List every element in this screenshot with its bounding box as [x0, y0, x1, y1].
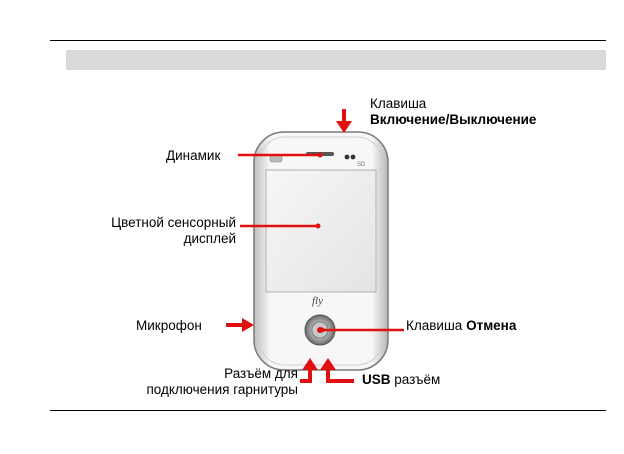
- microphone-arrow: [226, 318, 254, 332]
- microphone-label: Микрофон: [136, 318, 202, 333]
- power-key-arrow: [336, 109, 352, 133]
- bottom-rule: [50, 410, 606, 411]
- cancel-key-label-bold: Отмена: [466, 318, 517, 333]
- display-label-line1: Цветной сенсорный: [111, 215, 236, 230]
- display-pointer: [240, 223, 321, 229]
- cancel-key-pointer: [319, 327, 404, 333]
- speaker-label: Динамик: [166, 148, 221, 163]
- display-label: Цветной сенсорный дисплей: [108, 215, 236, 247]
- power-key-label-line1: Клавиша: [370, 96, 427, 111]
- headset-arrow: [300, 358, 318, 383]
- cancel-key-label: Клавиша Отмена: [406, 318, 516, 334]
- cancel-key-label-prefix: Клавиша: [406, 318, 463, 333]
- usb-label-rest: разъём: [394, 372, 441, 387]
- screen: [265, 169, 377, 293]
- headset-jack-label: Разъём для подключения гарнитуры: [118, 366, 298, 398]
- usb-port-label: USB разъём: [362, 372, 440, 388]
- usb-arrow: [320, 358, 354, 383]
- power-key-label: Клавиша Включение/Выключение: [370, 96, 536, 128]
- usb-label-bold: USB: [362, 372, 391, 387]
- display-label-line2: дисплей: [183, 231, 236, 246]
- headset-label-line2: подключения гарнитуры: [146, 382, 298, 397]
- speaker-pointer: [238, 152, 323, 158]
- section-header-bar: [66, 50, 606, 70]
- power-key-label-line2: Включение/Выключение: [370, 112, 537, 127]
- headset-label-line1: Разъём для: [224, 366, 298, 381]
- sd-icon: SD: [357, 162, 366, 168]
- top-rule: [50, 40, 606, 41]
- brand-logo: fly: [312, 295, 323, 307]
